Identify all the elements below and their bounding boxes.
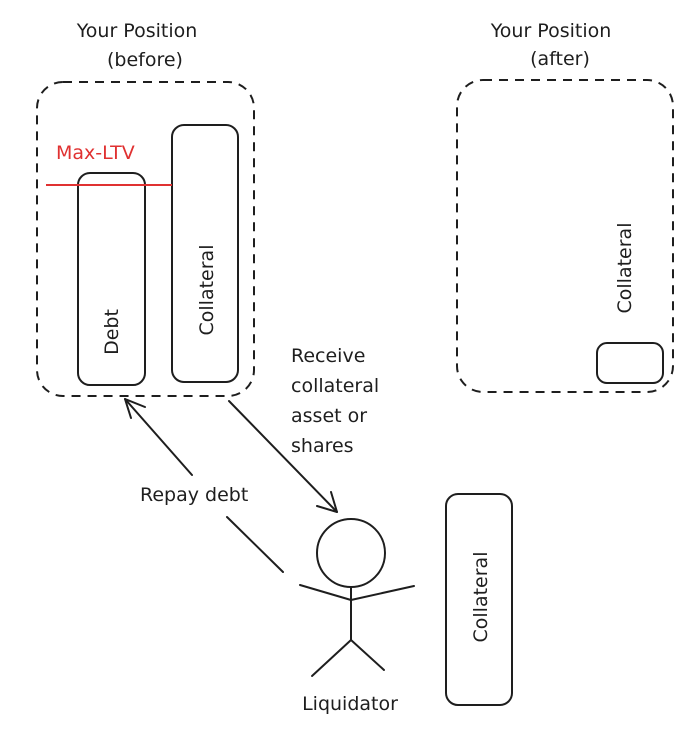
max-ltv-label: Max-LTV (56, 142, 135, 164)
before-position-box (36, 81, 255, 397)
svg-text:Receive: Receive (291, 345, 365, 367)
liquidator-head (316, 518, 386, 588)
after-position-box (456, 79, 674, 393)
debt-bar (77, 172, 146, 386)
liquidator-figure (299, 518, 415, 677)
before-title-line2: (before) (107, 49, 183, 71)
receive-collateral-arrow (228, 400, 338, 513)
liquidator-label: Liquidator (302, 693, 398, 715)
collateral-bar-liquidator (445, 493, 513, 706)
after-title-line2: (after) (530, 48, 590, 70)
collateral-bar-before (171, 124, 239, 383)
debt-label: Debt (101, 309, 123, 355)
receive-collateral-label: Receive collateral asset or shares (291, 345, 379, 457)
repay-debt-arrow (124, 398, 284, 573)
before-title-line1: Your Position (76, 20, 198, 42)
svg-text:collateral: collateral (291, 375, 379, 397)
collateral-label-before: Collateral (196, 245, 218, 336)
collateral-label-after: Collateral (614, 223, 636, 314)
svg-text:shares: shares (291, 435, 354, 457)
after-title-line1: Your Position (490, 20, 612, 42)
collateral-label-liquidator: Collateral (470, 552, 492, 643)
repay-debt-label: Repay debt (140, 484, 248, 506)
svg-text:asset or: asset or (291, 405, 367, 427)
collateral-bar-after (596, 342, 664, 384)
